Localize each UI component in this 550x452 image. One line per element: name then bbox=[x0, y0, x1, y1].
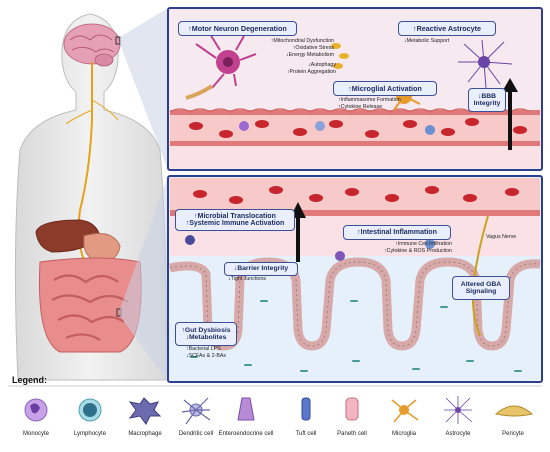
dysbiosis-line-1: ↑Gut Dysbiosis bbox=[181, 326, 231, 334]
legend-dendritic-cell: Dendritic cell bbox=[178, 431, 214, 437]
legend-icons bbox=[24, 396, 534, 425]
dysbiosis-sub-2: ↓SCFAs & 2-BAs bbox=[186, 353, 227, 359]
barrier-integrity-label: ↓Barrier Integrity bbox=[224, 262, 298, 276]
tuft-cell-icon bbox=[301, 397, 311, 421]
legend-enteroendocrine-cell: Enteroendocrine cell bbox=[218, 431, 274, 437]
vagus-nerve-label: Vagus Nerve bbox=[486, 234, 517, 240]
motor-sub-3: ↓Energy Metabolism bbox=[286, 52, 334, 58]
motor-neuron-icon bbox=[185, 33, 257, 100]
motor-sub-2: ↑Oxidative Stress bbox=[292, 45, 334, 51]
lymphocyte-icon bbox=[78, 398, 102, 422]
astrocyte-legend-icon bbox=[444, 396, 473, 424]
microbial-translocation-label: ↑Microbial Translocation ↑Systemic Immun… bbox=[175, 209, 295, 231]
microbial-line-1: ↑Microbial Translocation bbox=[194, 212, 276, 220]
astrocyte-icon bbox=[458, 39, 513, 89]
gut-dysbiosis-label: ↑Gut Dysbiosis ↓Metabolites bbox=[175, 322, 237, 346]
gba-line-2: Signaling bbox=[465, 288, 497, 295]
bbb-integrity-label: ↓BBB Integrity bbox=[468, 88, 506, 112]
intestinal-sub-2: ↑Cytokine & ROS Production bbox=[383, 248, 452, 254]
protein-aggregation-label: ↑Protein Aggregation bbox=[286, 69, 336, 75]
tight-junctions-label: ↓Tight Junctions bbox=[228, 276, 267, 282]
gba-line-1: Altered GBA bbox=[460, 280, 502, 288]
microglia-legend-icon bbox=[391, 399, 419, 423]
motor-neuron-degeneration-label: ↑Motor Neuron Degeneration bbox=[178, 21, 297, 36]
paneth-cell-icon bbox=[345, 397, 359, 421]
legend-macrophage: Macrophage bbox=[128, 431, 162, 437]
bbb-line-2: Integrity bbox=[473, 100, 501, 107]
legend-tuft-cell: Tuft cell bbox=[295, 431, 317, 437]
microbial-line-2: ↑Systemic Immune Activation bbox=[185, 220, 285, 227]
microglial-sub-2: ↑Cytokine Release bbox=[338, 104, 383, 110]
intestinal-inflammation-label: ↑Intestinal Inflammation bbox=[343, 225, 451, 240]
microglial-sub-1: ↑Inflammasome Formation bbox=[338, 97, 401, 103]
dysbiosis-line-2: ↓Metabolites bbox=[185, 334, 227, 341]
bbb-line-1: ↓BBB bbox=[477, 92, 497, 100]
altered-gba-signaling-label: Altered GBA Signaling bbox=[452, 276, 510, 300]
autophagy-label: ↓Autophagy bbox=[308, 62, 336, 68]
legend-pericyte: Pericyte bbox=[502, 431, 524, 437]
legend-lymphocyte: Lymphocyte bbox=[73, 431, 107, 437]
macrophage-icon bbox=[128, 397, 162, 425]
enteroendocrine-cell-icon bbox=[237, 397, 255, 421]
legend-monocyte: Monocyte bbox=[22, 431, 49, 437]
brain-icon bbox=[63, 23, 121, 67]
monocyte-icon bbox=[24, 398, 48, 422]
dendritic-cell-icon bbox=[181, 397, 211, 425]
motor-sub-1: ↑Mitochondrial Dysfunction bbox=[270, 38, 334, 44]
dysbiosis-sub-1: ↑Bacterial LPS bbox=[186, 346, 221, 352]
legend-microglia: Microglia bbox=[391, 431, 416, 437]
metabolic-support-label: ↓Metabolic Support bbox=[404, 38, 450, 44]
legend-paneth-cell: Paneth cell bbox=[337, 431, 367, 437]
legend-title: Legend: bbox=[12, 375, 47, 385]
intestinal-sub-1: ↑Immune Cell Infiltration bbox=[395, 241, 452, 247]
microglial-activation-label: ↑Microglial Activation bbox=[333, 81, 437, 96]
legend-astrocyte: Astrocyte bbox=[445, 431, 471, 437]
reactive-astrocyte-label: ↑Reactive Astrocyte bbox=[398, 21, 496, 36]
pericyte-icon bbox=[494, 405, 534, 417]
